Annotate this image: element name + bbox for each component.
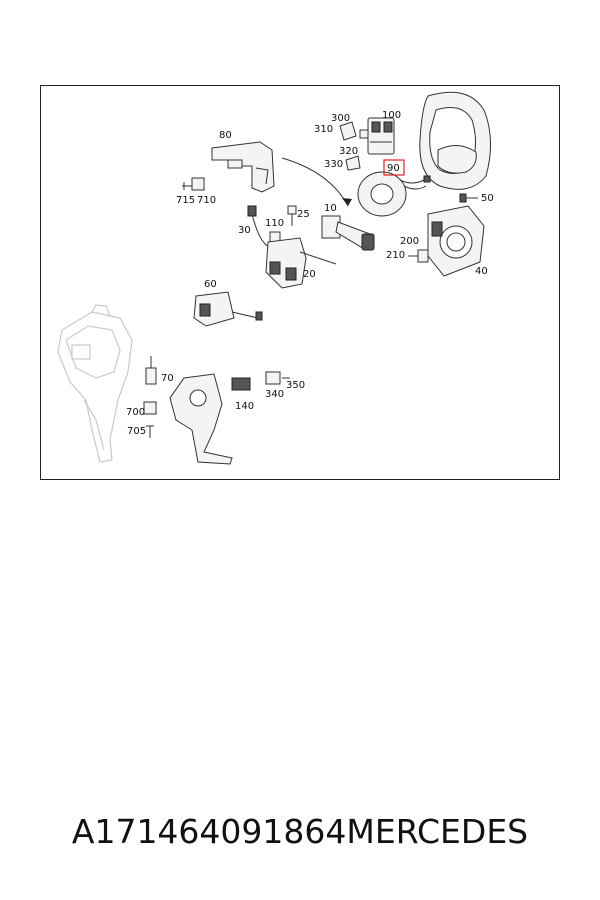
part-715-710-screw — [182, 177, 205, 191]
callout-label: 40 — [475, 266, 488, 277]
part-200-210-connector — [408, 249, 429, 263]
callout-label: 70 — [161, 373, 174, 384]
part-140-pedal-bracket — [169, 371, 290, 465]
highlight-box-90 — [383, 159, 405, 176]
part-100-switch — [367, 117, 395, 155]
part-number: A171464091864 — [71, 811, 347, 851]
callout-label: 210 — [386, 250, 405, 261]
pedal-assembly-illustration — [57, 304, 133, 463]
callout-label: 60 — [204, 279, 217, 290]
callout-label: 350 — [286, 380, 305, 391]
callout-label: 300 — [331, 113, 350, 124]
callout-label: 330 — [324, 159, 343, 170]
callout-label: 700 — [126, 407, 145, 418]
part-20-column-switch — [265, 237, 337, 289]
callout-label: 310 — [314, 124, 333, 135]
part-40-hub-module — [427, 205, 485, 277]
part-25-bolt — [287, 205, 297, 226]
callout-label: 110 — [265, 218, 284, 229]
part-70-sensor — [143, 356, 157, 438]
part-caption: A171464091864 MERCEDES — [0, 806, 600, 856]
callout-label: 200 — [400, 236, 419, 247]
assembly-arrow-head — [342, 198, 352, 206]
callout-label: 705 — [127, 426, 146, 437]
part-50-screw — [459, 193, 478, 203]
callout-label: 25 — [297, 209, 310, 220]
callout-label: 20 — [303, 269, 316, 280]
part-10-combination-switch — [321, 215, 375, 251]
callout-label: 100 — [382, 110, 401, 121]
callout-label: 80 — [219, 130, 232, 141]
brand-name: MERCEDES — [346, 811, 529, 851]
diagram-frame — [40, 85, 560, 480]
callout-label highlighted-label: 90 — [387, 163, 400, 174]
callout-label: 10 — [324, 203, 337, 214]
part-80-bracket — [211, 141, 275, 193]
callout-label: 50 — [481, 193, 494, 204]
steering-wheel — [419, 91, 492, 190]
callout-label: 30 — [238, 225, 251, 236]
callout-label: 140 — [235, 401, 254, 412]
callout-label: 710 — [197, 195, 216, 206]
part-90-clock-spring — [357, 171, 431, 217]
part-60-switch — [193, 291, 263, 327]
part-300-switch-module — [339, 121, 371, 171]
callout-label: 320 — [339, 146, 358, 157]
callout-label: 340 — [265, 389, 284, 400]
callout-label: 715 — [176, 195, 195, 206]
